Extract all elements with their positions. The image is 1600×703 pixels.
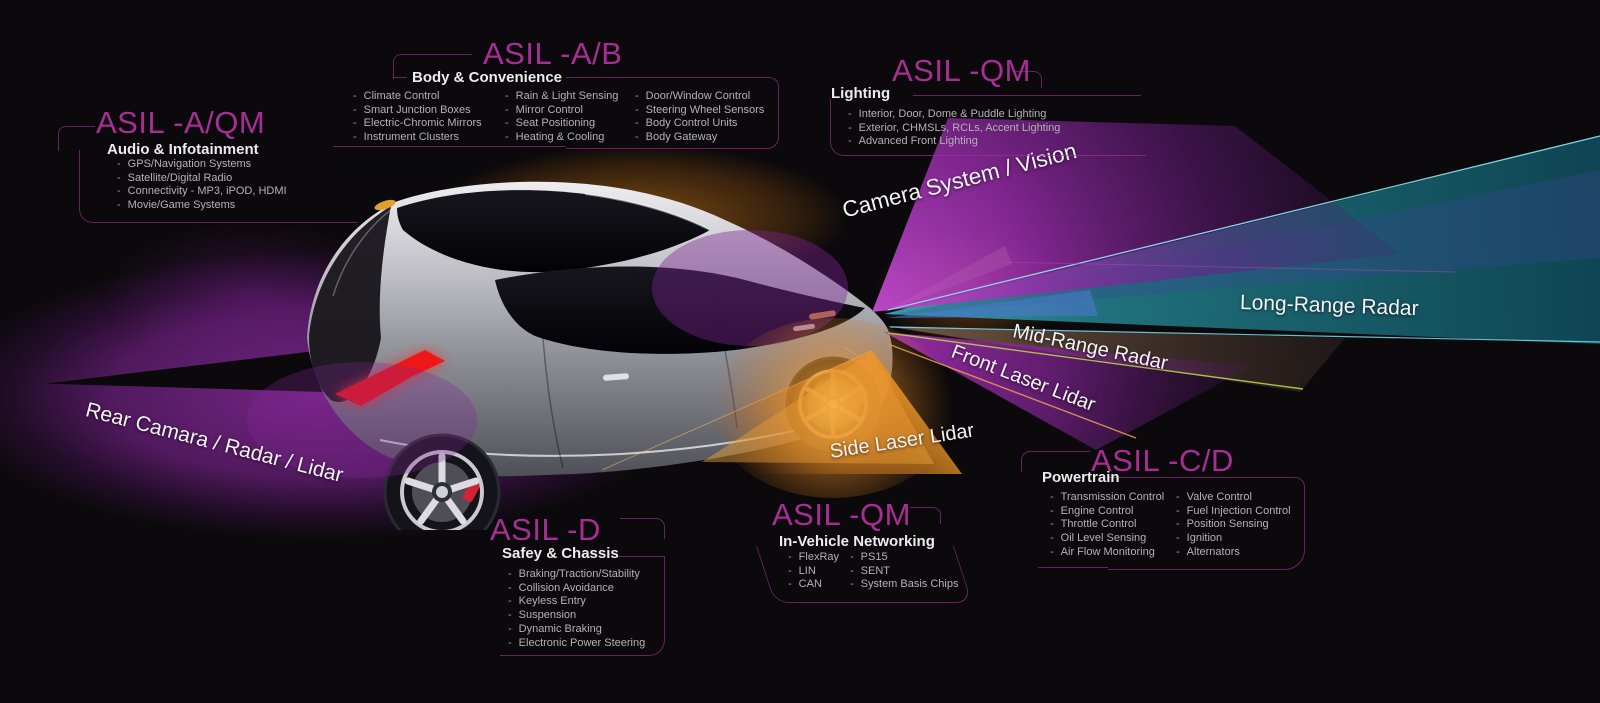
list-item: SENT — [850, 565, 958, 579]
audio-title: ASIL -A/QM — [96, 105, 266, 140]
list-item: Transmission Control — [1050, 491, 1165, 505]
list-item: Rain & Light Sensing — [505, 90, 619, 104]
rear-wheel — [383, 433, 501, 530]
networking-list-col1: FlexRay LIN CAN — [788, 551, 839, 592]
audio-subtitle: Audio & Infotainment — [107, 141, 259, 158]
body-bracket-tick — [393, 77, 407, 78]
list-item: Climate Control — [353, 90, 482, 104]
car-roof-glass — [397, 190, 710, 273]
list-item: Throttle Control — [1050, 518, 1164, 532]
body-bracket-bottom — [333, 146, 566, 147]
networking-title-connector — [910, 507, 941, 524]
networking-subtitle: In-Vehicle Networking — [779, 533, 935, 550]
lighting-subtitle: Lighting — [831, 85, 891, 102]
taillight — [335, 350, 445, 406]
powertrain-subtitle: Powertrain — [1042, 469, 1120, 486]
list-item: Ignition — [1176, 532, 1291, 546]
list-item: Mirror Control — [505, 104, 618, 118]
lighting-bracket-box — [830, 99, 1146, 156]
powertrain-list-col2: Valve Control Fuel Injection Control Pos… — [1176, 491, 1291, 560]
list-item: Position Sensing — [1176, 518, 1291, 532]
list-item: Interior, Door, Dome & Puddle Lighting — [848, 108, 1060, 122]
audio-list: GPS/Navigation Systems Satellite/Digital… — [117, 158, 287, 213]
list-item: Steering Wheel Sensors — [635, 104, 765, 118]
list-item: LIN — [788, 565, 839, 579]
list-item: System Basis Chips — [850, 578, 959, 592]
camera-beam-edge — [999, 261, 1456, 273]
body-list-col1: Climate Control Smart Junction Boxes Ele… — [353, 90, 482, 145]
lighting-list: Interior, Door, Dome & Puddle Lighting E… — [848, 108, 1061, 149]
list-item: Exterior, CHMSLs, RCLs, Accent Lighting — [848, 122, 1061, 136]
beam-green-streak — [884, 246, 1012, 312]
list-item: Alternators — [1176, 546, 1291, 560]
list-item: Braking/Traction/Stability — [508, 568, 645, 582]
list-item: Smart Junction Boxes — [353, 104, 482, 118]
networking-list-col2: PS15 SENT System Basis Chips — [850, 551, 959, 592]
list-item: Fuel Injection Control — [1176, 505, 1291, 519]
list-item: Advanced Front Lighting — [848, 135, 1060, 149]
chassis-title: ASIL -D — [490, 512, 601, 547]
front-amber-marker — [809, 310, 836, 320]
list-item: GPS/Navigation Systems — [117, 158, 287, 172]
door-seam-rear — [542, 337, 564, 469]
list-item: Instrument Clusters — [353, 131, 482, 145]
body-bracket-box — [566, 77, 779, 149]
list-item: Satellite/Digital Radio — [117, 172, 287, 186]
chassis-subtitle: Safey & Chassis — [502, 545, 619, 562]
list-item: Suspension — [508, 609, 645, 623]
powertrain-title: ASIL -C/D — [1091, 443, 1234, 478]
beam-label-long-range-radar: Long-Range Radar — [1239, 291, 1419, 321]
list-item: Electric-Chromic Mirrors — [353, 117, 482, 131]
list-item: Body Control Units — [635, 117, 764, 131]
rear-amber-marker — [374, 199, 396, 211]
powertrain-title-connector — [1021, 451, 1090, 472]
glass-sheen — [584, 193, 711, 231]
audio-bracket-box — [79, 150, 358, 223]
audio-bracket-corner — [58, 126, 95, 151]
list-item: Valve Control — [1176, 491, 1291, 505]
chassis-title-connector — [620, 518, 665, 539]
chassis-list: Braking/Traction/Stability Collision Avo… — [508, 568, 646, 651]
powertrain-list-col1: Transmission Control Engine Control Thro… — [1050, 491, 1165, 560]
list-item: PS15 — [850, 551, 958, 565]
chassis-top-segment — [616, 556, 664, 557]
powertrain-bottom-segment — [1038, 567, 1108, 568]
car-rear-fascia — [309, 206, 391, 403]
networking-title: ASIL -QM — [772, 497, 911, 532]
long-radar-bottom-edge — [889, 326, 1600, 343]
list-item: FlexRay — [788, 551, 839, 565]
beam-label-mid-range-radar: Mid-Range Radar — [1010, 320, 1170, 375]
list-item: Seat Positioning — [505, 117, 618, 131]
list-item: Body Gateway — [635, 131, 764, 145]
list-item: Oil Level Sensing — [1050, 532, 1164, 546]
list-item: Dynamic Braking — [508, 623, 645, 637]
car-illustration — [307, 181, 893, 530]
list-item: Connectivity - MP3, iPOD, HDMI — [117, 185, 287, 199]
body-title: ASIL -A/B — [483, 36, 623, 71]
lighting-top-segment — [913, 95, 1141, 96]
body-subtitle: Body & Convenience — [412, 69, 563, 86]
body-bracket-left — [393, 54, 472, 79]
list-item: Collision Avoidance — [508, 582, 645, 596]
powertrain-bracket-box — [1108, 477, 1305, 570]
list-item: Heating & Cooling — [505, 131, 618, 145]
chassis-bracket-box — [500, 556, 665, 656]
list-item: Air Flow Monitoring — [1050, 546, 1164, 560]
spoiler-highlight — [332, 205, 398, 297]
list-item: Movie/Game Systems — [117, 199, 287, 213]
lighting-title: ASIL -QM — [892, 53, 1031, 88]
list-item: Engine Control — [1050, 505, 1164, 519]
lighting-title-connector — [1013, 71, 1042, 88]
body-list-col3: Door/Window Control Steering Wheel Senso… — [635, 90, 765, 145]
beam-blue-streak — [886, 290, 1098, 318]
list-item: Door/Window Control — [635, 90, 764, 104]
list-item: CAN — [788, 578, 839, 592]
body-list-col2: Rain & Light Sensing Mirror Control Seat… — [505, 90, 619, 145]
list-item: Keyless Entry — [508, 595, 645, 609]
list-item: Electronic Power Steering — [508, 637, 646, 651]
